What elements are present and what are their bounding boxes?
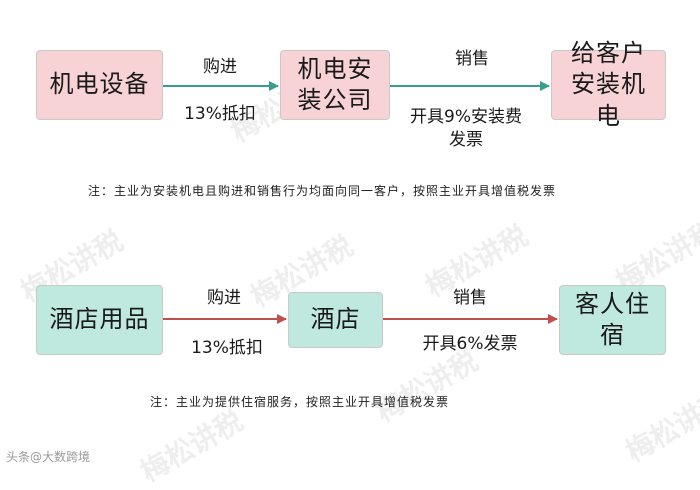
row2-invoice-label: 开具6%发票 [422,334,518,354]
row2-box-guest-stay-label: 客人住宿 [575,289,650,349]
row2-box-hotel-label: 酒店 [310,305,361,334]
row1-sale-label: 销售 [455,49,489,69]
row2-box-hotel-supplies: 酒店用品 [36,285,163,355]
row2-box-hotel-supplies-label: 酒店用品 [49,305,150,334]
row1-box-equipment-label: 机电设备 [49,70,150,99]
row1-deduction-label: 13%抵扣 [184,104,256,124]
row1-box-customer: 给客户安装机电 [551,39,666,130]
row2-sale-label: 销售 [453,288,487,308]
row2-deduction-label: 13%抵扣 [191,338,263,358]
footer-credit: 头条@大数跨境 [6,450,91,464]
row1-note: 注：主业为安装机电且购进和销售行为均面向同一客户，按照主业开具增值税发票 [88,184,557,198]
row1-box-installer-label: 机电安装公司 [297,54,373,114]
row1-box-installer: 机电安装公司 [280,50,390,120]
row1-box-equipment: 机电设备 [36,50,163,120]
arrows-layer [163,81,558,324]
row2-purchase-label: 购进 [207,288,241,308]
row2-box-guest-stay: 客人住宿 [559,285,666,355]
row1-purchase-label: 购进 [203,57,237,77]
row2-note: 注：主业为提供住宿服务，按照主业开具增值税发票 [150,395,450,409]
row1-box-customer-label: 给客户安装机电 [571,39,646,130]
row2-box-hotel: 酒店 [288,292,383,348]
row1-invoice-label: 开具9%安装费发票 [410,107,522,150]
